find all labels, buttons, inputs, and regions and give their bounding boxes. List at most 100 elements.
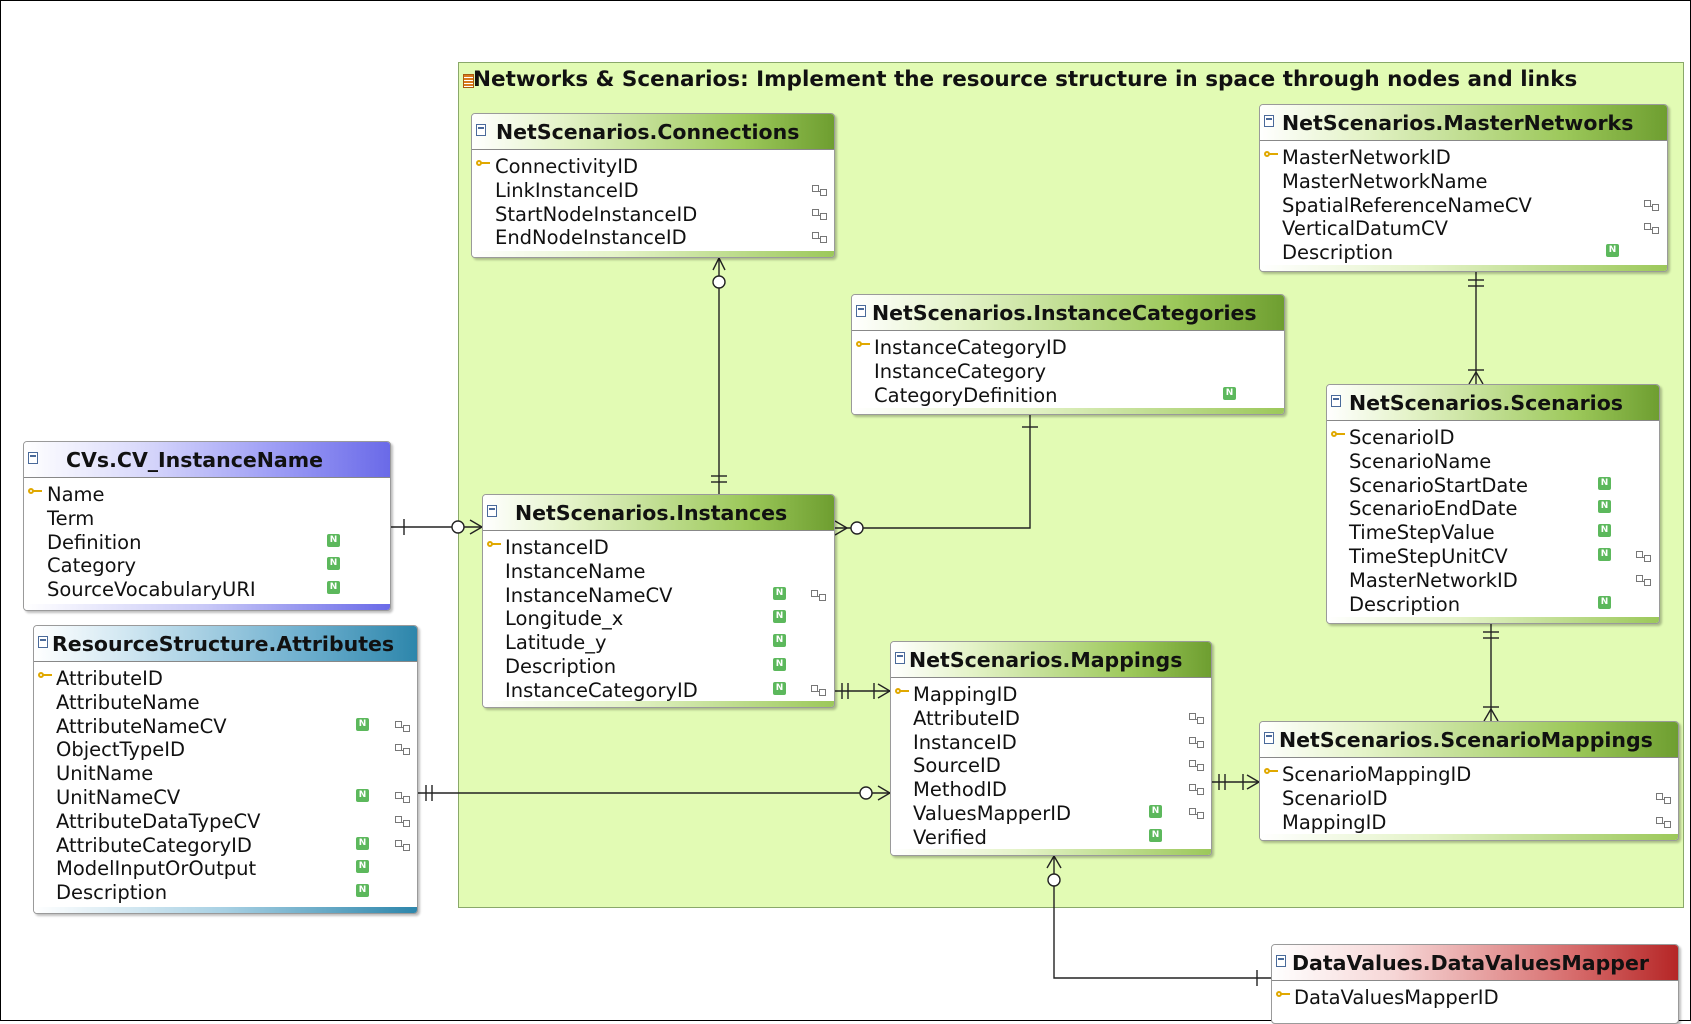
not-null-badge-icon: N [773, 657, 786, 671]
field-row[interactable]: InstanceCategory [852, 359, 1284, 383]
entity-header[interactable]: NetScenarios.Connections [472, 114, 834, 150]
field-row[interactable]: VerticalDatumCV [1260, 216, 1667, 240]
not-null-badge-icon: N [356, 717, 369, 731]
field-row[interactable]: InstanceID [891, 730, 1211, 754]
field-row[interactable]: MappingID [891, 682, 1211, 706]
field-row[interactable]: ScenarioID [1260, 786, 1678, 810]
field-name: ScenarioMappingID [1282, 763, 1472, 786]
field-row[interactable]: LinkInstanceID [472, 178, 834, 202]
crowfoot-mark [834, 520, 848, 529]
field-row[interactable]: MasterNetworkID [1260, 145, 1667, 169]
foreign-key-icon [1189, 712, 1205, 724]
field-row[interactable]: DataValuesMapperID [1272, 985, 1678, 1009]
field-row[interactable]: ScenarioID [1327, 425, 1659, 449]
not-null-badge-icon: N [773, 586, 786, 600]
entity-footer [852, 408, 1284, 414]
field-name: Name [47, 483, 105, 506]
field-row[interactable]: SpatialReferenceNameCV [1260, 193, 1667, 217]
entity-fields: DataValuesMapperID [1272, 981, 1678, 1009]
entity-header[interactable]: NetScenarios.ScenarioMappings [1260, 722, 1678, 758]
entity-header[interactable]: ResourceStructure.Attributes [34, 626, 417, 662]
primary-key-icon [1331, 431, 1345, 439]
field-row[interactable]: ConnectivityID [472, 154, 834, 178]
optional-circle-mark [1047, 873, 1061, 887]
not-null-badge-icon: N [327, 533, 340, 547]
field-row[interactable]: UnitName [34, 761, 417, 785]
crowfoot-mark [1483, 708, 1492, 722]
field-row[interactable]: ScenarioMappingID [1260, 762, 1678, 786]
field-row[interactable]: Term [24, 506, 390, 530]
entity-header[interactable]: NetScenarios.MasterNetworks [1260, 105, 1667, 141]
field-row[interactable]: AttributeID [891, 706, 1211, 730]
entity-header[interactable]: CVs.CV_InstanceName [24, 442, 390, 478]
primary-key-icon [1264, 768, 1278, 776]
entity-footer [891, 849, 1211, 855]
entity-header[interactable]: NetScenarios.Scenarios [1327, 385, 1659, 421]
optional-circle-mark [859, 786, 873, 800]
field-row[interactable]: SourceID [891, 753, 1211, 777]
entity-header[interactable]: NetScenarios.InstanceCategories [852, 295, 1284, 331]
field-row[interactable]: InstanceID [483, 535, 834, 559]
entity-header[interactable]: NetScenarios.Instances [483, 495, 834, 531]
field-row[interactable]: StartNodeInstanceID [472, 202, 834, 226]
field-name: MasterNetworkID [1282, 146, 1451, 169]
not-null-badge-icon: N [1598, 595, 1611, 609]
field-row[interactable]: MappingID [1260, 810, 1678, 834]
field-row[interactable]: AttributeDataTypeCV [34, 809, 417, 833]
field-row[interactable]: InstanceName [483, 559, 834, 583]
field-row[interactable]: MasterNetworkID [1327, 568, 1659, 592]
field-row[interactable]: ScenarioName [1327, 449, 1659, 473]
field-row[interactable]: InstanceCategoryID [852, 335, 1284, 359]
field-name: Definition [47, 530, 142, 554]
field-row[interactable]: Name [24, 482, 390, 506]
entity-title: ResourceStructure.Attributes [52, 632, 395, 656]
foreign-key-icon [1189, 807, 1205, 819]
field-row[interactable]: Definition N [24, 530, 390, 554]
foreign-key-icon [395, 815, 411, 827]
field-row[interactable]: ObjectTypeID [34, 737, 417, 761]
field-row[interactable]: MethodID [891, 777, 1211, 801]
field-row[interactable]: AttributeID [34, 666, 417, 690]
field-row[interactable]: MasterNetworkName [1260, 169, 1667, 193]
foreign-key-icon [1636, 574, 1652, 586]
field-row[interactable]: EndNodeInstanceID [472, 225, 834, 249]
entity-header[interactable]: NetScenarios.Mappings [891, 642, 1211, 678]
entity-header[interactable]: DataValues.DataValuesMapper [1272, 945, 1678, 981]
primary-key-icon [38, 672, 52, 680]
field-row[interactable]: AttributeName [34, 690, 417, 714]
field-name: LinkInstanceID [495, 178, 639, 202]
